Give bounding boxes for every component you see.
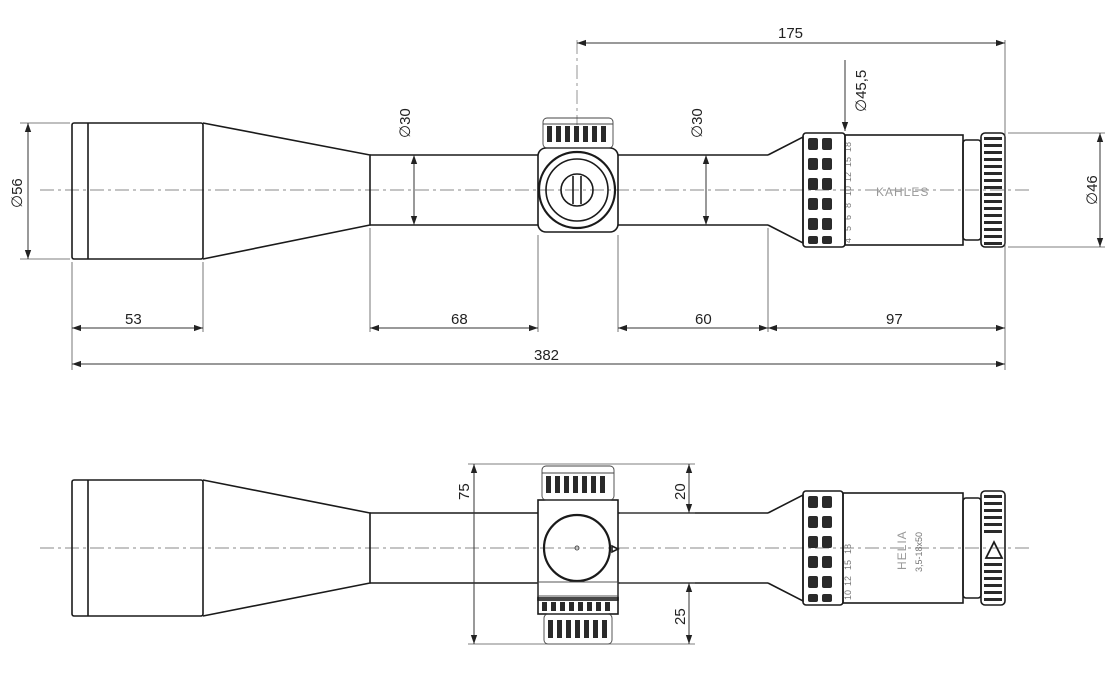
- front-tube-length-label: 68: [451, 311, 468, 328]
- turret-saddle: [537, 117, 619, 233]
- triangle-icon: [984, 540, 1004, 559]
- ring-mark: 4: [843, 238, 853, 243]
- rear-tube-length-label: 60: [695, 311, 712, 328]
- side-extension-lines: [468, 463, 695, 645]
- brand-label: KAHLES: [876, 185, 929, 199]
- ring-mark: 15: [843, 560, 853, 570]
- ring-mark: 12: [843, 172, 853, 182]
- turret-total-height-label: 75: [456, 483, 473, 500]
- objective-bell-side: [71, 479, 371, 617]
- ocular-length-label: 97: [886, 311, 903, 328]
- spec-label: 3,5-18x50: [914, 532, 924, 572]
- total-length-label: 382: [534, 347, 559, 364]
- ring-mark: 10: [843, 186, 853, 196]
- ring-mark: 8: [843, 203, 853, 208]
- ring-mark: 6: [843, 215, 853, 220]
- model-label: HELIA: [895, 530, 909, 570]
- ring-mark: 5: [843, 226, 853, 231]
- ring-mark: 18: [843, 142, 853, 152]
- objective-bell: [71, 122, 371, 260]
- ocular-body: KAHLES: [844, 132, 1006, 248]
- main-tube: [370, 154, 768, 226]
- ring-mark: 12: [843, 576, 853, 586]
- magnification-ring: 18 15 12 10 8 6 5 4: [767, 132, 853, 248]
- turret-bottom-height-label: 25: [672, 608, 689, 625]
- turret-top-height-label: 20: [672, 483, 689, 500]
- ocular-body-side: HELIA 3,5-18x50: [842, 490, 1006, 606]
- tube-front-diameter-label: ∅30: [397, 108, 414, 138]
- side-dimension-lines: [470, 464, 693, 644]
- turret-side: [537, 465, 620, 645]
- tube-rear-diameter-label: ∅30: [689, 108, 706, 138]
- ring-mark: 15: [843, 157, 853, 167]
- eyepiece-diameter-label: ∅46: [1084, 175, 1101, 205]
- ocular-ring-diameter-label: ∅45,5: [853, 70, 870, 112]
- extension-lines: [20, 40, 1105, 370]
- top-view: 18 15 12 10 8 6 5 4 KAHLES: [9, 25, 1105, 370]
- dimension-lines: [24, 39, 1104, 368]
- objective-length-label: 53: [125, 311, 142, 328]
- magnification-ring-side: 18 15 12 10: [767, 490, 853, 606]
- objective-diameter-label: ∅56: [9, 178, 26, 208]
- side-view: 18 15 12 10 HELIA 3,5-18x50: [40, 463, 1030, 645]
- ring-mark: 10: [843, 590, 853, 600]
- turret-to-eyepiece-label: 175: [778, 25, 803, 42]
- ring-mark: 18: [843, 544, 853, 554]
